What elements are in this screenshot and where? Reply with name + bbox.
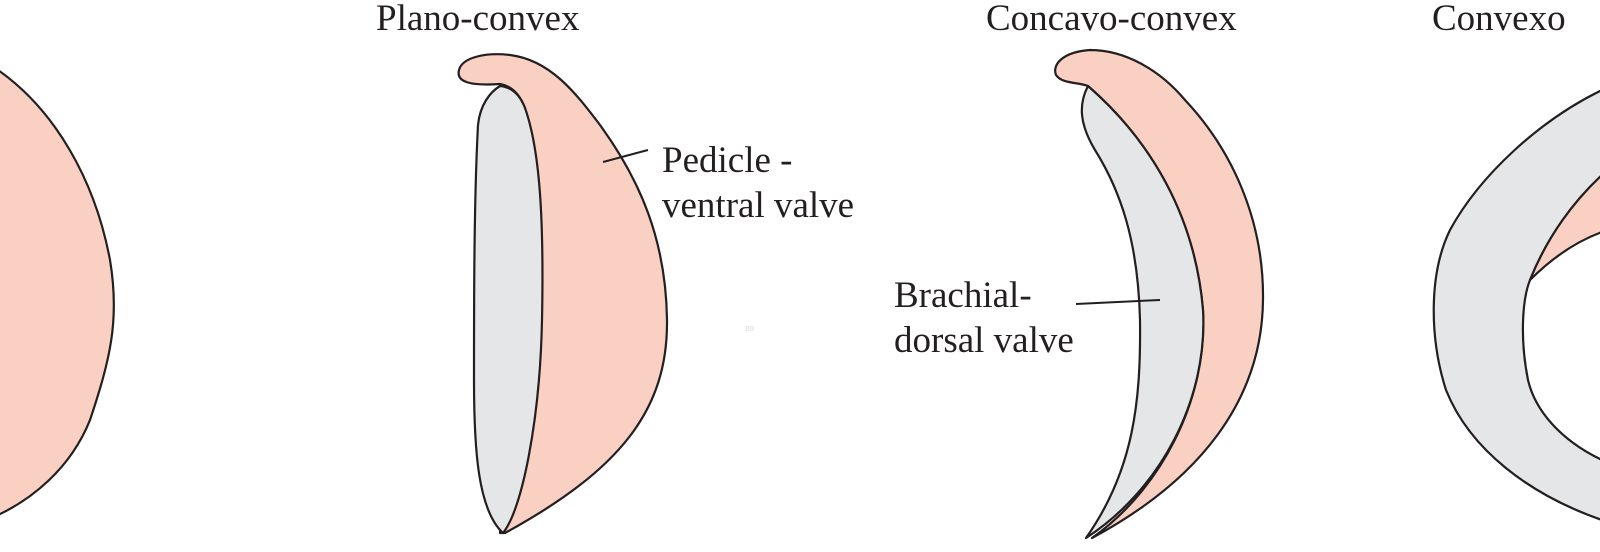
convexo-partial-shell — [1432, 89, 1600, 521]
brachial-label-line1: Brachial- — [894, 275, 1032, 316]
plano-convex-shell — [457, 53, 669, 535]
pedicle-label-line2: ventral valve — [662, 185, 855, 226]
left-ventral-valve — [0, 70, 115, 516]
concavo-convex-shell — [1054, 48, 1265, 540]
concavo-convex-title: Concavo-convex — [986, 0, 1237, 39]
convexo-title: Convexo — [1432, 0, 1566, 39]
plano-convex-dorsal-valve — [472, 84, 544, 535]
convexo-outer-dorsal-valve — [1432, 89, 1600, 521]
concavo-convex-dorsal-valve — [1080, 84, 1205, 540]
brachial-label-line2: dorsal valve — [894, 320, 1074, 361]
brachial-leader-line — [1075, 299, 1161, 305]
left-partial-shell — [0, 70, 115, 516]
pedicle-leader-line — [602, 149, 649, 163]
watermark: BR — [745, 325, 755, 333]
plano-convex-title: Plano-convex — [376, 0, 580, 39]
pedicle-label-line1: Pedicle - — [662, 140, 793, 181]
convexo-inner-ventral-valve — [1528, 175, 1600, 282]
